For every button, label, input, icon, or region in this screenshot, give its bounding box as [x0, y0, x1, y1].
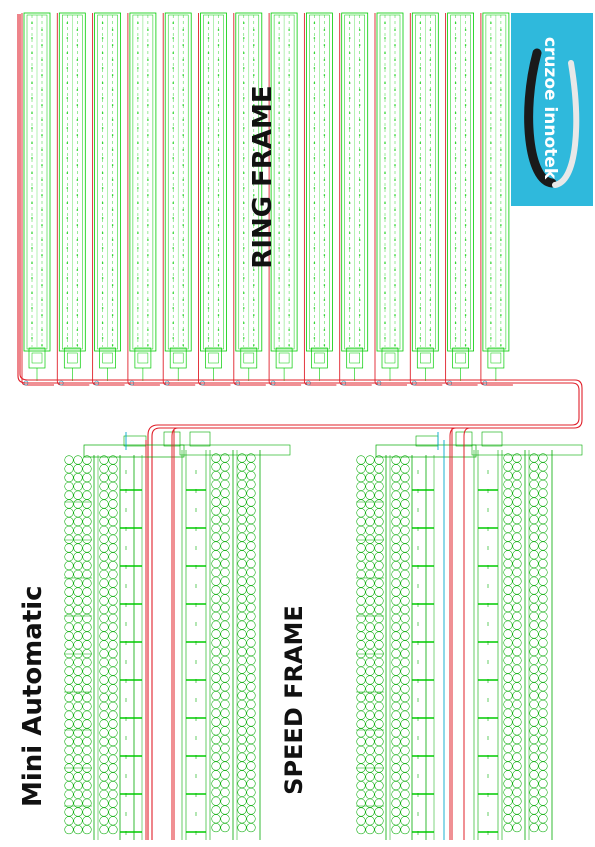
cruzoe-innotek-logo: cruzoe innotek	[511, 13, 593, 206]
ring-frame-unit	[127, 12, 160, 386]
ring-frame-unit	[480, 12, 513, 386]
ring-frame-unit	[445, 12, 478, 386]
duct-line-ring	[17, 14, 583, 840]
ring-frame-unit	[374, 12, 407, 386]
ring-frame-unit	[233, 12, 266, 386]
ring-frame-unit	[56, 12, 90, 386]
ring-frame-unit	[303, 12, 337, 386]
ring-frame-unit	[268, 12, 302, 386]
ring-frame-unit	[162, 12, 196, 386]
ring-frame-row	[21, 12, 513, 386]
speed-frame-left	[64, 431, 291, 845]
speed-frame-right	[356, 431, 583, 845]
mini-automatic-label: Mini Automatic	[18, 585, 48, 807]
speed-frame-label: SPEED FRAME	[280, 605, 308, 795]
ring-frame-unit	[409, 12, 443, 386]
ring-frame-unit	[92, 12, 125, 386]
ring-frame-unit	[339, 12, 372, 386]
ring-frame-label: RING FRAME	[248, 85, 278, 269]
logo-swoosh-icon	[524, 48, 580, 188]
logo-text: cruzoe innotek	[540, 36, 560, 180]
ring-frame-unit	[21, 12, 54, 386]
duct-line-lower	[145, 427, 471, 840]
cyan-accents	[125, 432, 445, 840]
ring-frame-unit	[198, 12, 231, 386]
